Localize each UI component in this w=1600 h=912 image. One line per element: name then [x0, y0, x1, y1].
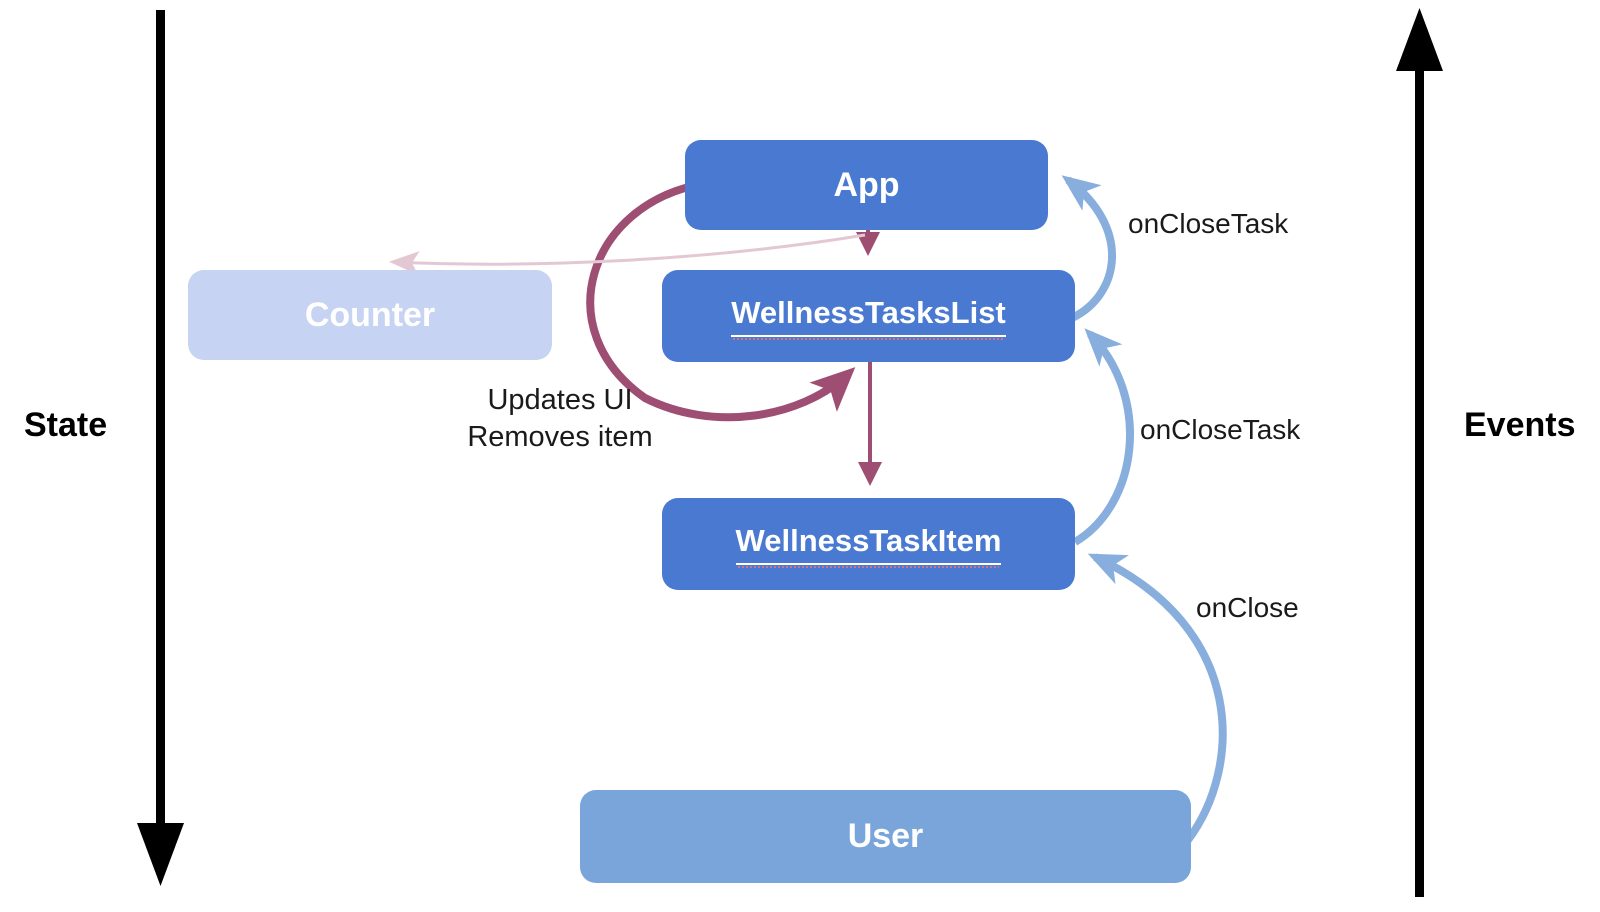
edge-label-onclosetask-top: onCloseTask — [1128, 208, 1289, 239]
edge-label-onclose: onClose — [1196, 592, 1299, 623]
node-counter-label: Counter — [304, 295, 436, 334]
node-user: User — [580, 790, 1191, 883]
edge-label-state-loop: Updates UI Removes item — [400, 382, 720, 456]
events-axis-label: Events — [1464, 406, 1576, 444]
event-arrow-item-to-list — [1072, 328, 1134, 546]
edge-label-removes-item: Removes item — [467, 421, 653, 453]
edge-label-updates-ui: Updates UI — [487, 384, 633, 416]
node-wellness-tasks-list-label: WellnessTasksList — [731, 295, 1006, 340]
node-wellness-task-item-label: WellnessTaskItem — [735, 523, 1002, 568]
event-arrow-user-to-item — [1087, 553, 1227, 843]
node-wellness-tasks-list: WellnessTasksList — [662, 270, 1075, 362]
events-axis-arrow — [1396, 8, 1443, 897]
node-wellness-task-item: WellnessTaskItem — [662, 498, 1075, 590]
edge-label-onclosetask-mid: onCloseTask — [1140, 414, 1301, 445]
node-app: App — [685, 140, 1048, 230]
node-app-label: App — [833, 165, 900, 204]
state-axis-arrow — [137, 10, 184, 886]
node-counter: Counter — [188, 270, 552, 360]
state-loop-arrow — [586, 180, 856, 422]
props-arrow-app-to-counter — [389, 233, 866, 276]
state-axis-label: State — [24, 406, 108, 444]
event-arrow-list-to-app — [1061, 175, 1117, 322]
node-user-label: User — [847, 817, 924, 855]
